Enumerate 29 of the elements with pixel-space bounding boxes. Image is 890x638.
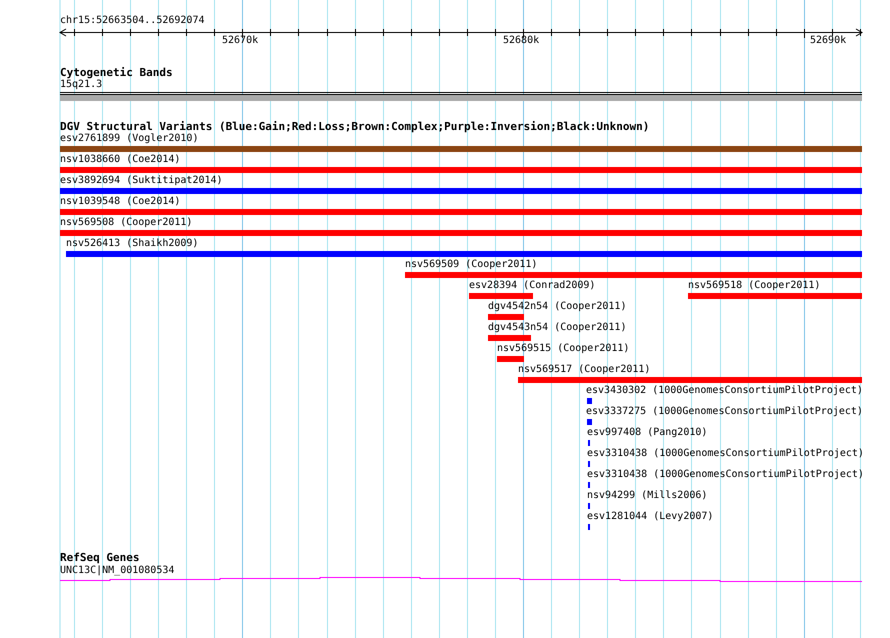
tick-label: 52670k — [222, 35, 258, 47]
variant-label: esv997408 (Pang2010) — [587, 427, 708, 439]
variant-label: esv3310438 (1000GenomesConsortiumPilotProject) — [587, 469, 864, 481]
tick-label: 52680k — [503, 35, 540, 47]
variant-label: nsv1039548 (Coe2014) — [60, 196, 180, 208]
variant-label: esv3337275 (1000GenomesConsortiumPilotProject) — [586, 406, 863, 418]
variant-label: nsv94299 (Mills2006) — [587, 490, 708, 502]
variant-label: nsv569515 (Cooper2011) — [497, 343, 630, 355]
variant-label: nsv526413 (Shaikh2009) — [66, 238, 198, 250]
variant-label: esv28394 (Conrad2009) — [469, 280, 596, 292]
track-title: Cytogenetic Bands — [60, 67, 173, 79]
gene-label: UNC13C|NM_001080534 — [60, 565, 174, 577]
variant-label: esv2761899 (Vogler2010) — [60, 133, 198, 145]
variant-label: nsv569518 (Cooper2011) — [688, 280, 820, 292]
variant-label: nsv569517 (Cooper2011) — [518, 364, 650, 376]
variant-label: dgv4542n54 (Cooper2011) — [488, 301, 626, 313]
tick-label: 52690k — [810, 35, 846, 47]
variant-label: nsv569509 (Cooper2011) — [405, 259, 538, 271]
band-label: 15q21.3 — [60, 79, 102, 91]
variant-label: esv1281044 (Levy2007) — [587, 511, 714, 523]
variant-label: nsv569508 (Cooper2011) — [60, 217, 192, 229]
variant-label: nsv1038660 (Coe2014) — [60, 154, 180, 166]
track-title: DGV Structural Variants (Blue:Gain;Red:Loss;Brown:Complex;Purple:Inversion;Black:Unknown) — [60, 121, 650, 133]
variant-label: esv3310438 (1000GenomesConsortiumPilotProject) — [587, 448, 864, 460]
track-title: RefSeq Genes — [60, 552, 140, 564]
variant-label: esv3430302 (1000GenomesConsortiumPilotProject) — [586, 385, 863, 397]
variant-label: esv3892694 (Suktitipat2014) — [60, 175, 223, 187]
variant-label: dgv4543n54 (Cooper2011) — [488, 322, 626, 334]
coordinate-range: chr15:52663504..52692074 — [60, 15, 204, 27]
